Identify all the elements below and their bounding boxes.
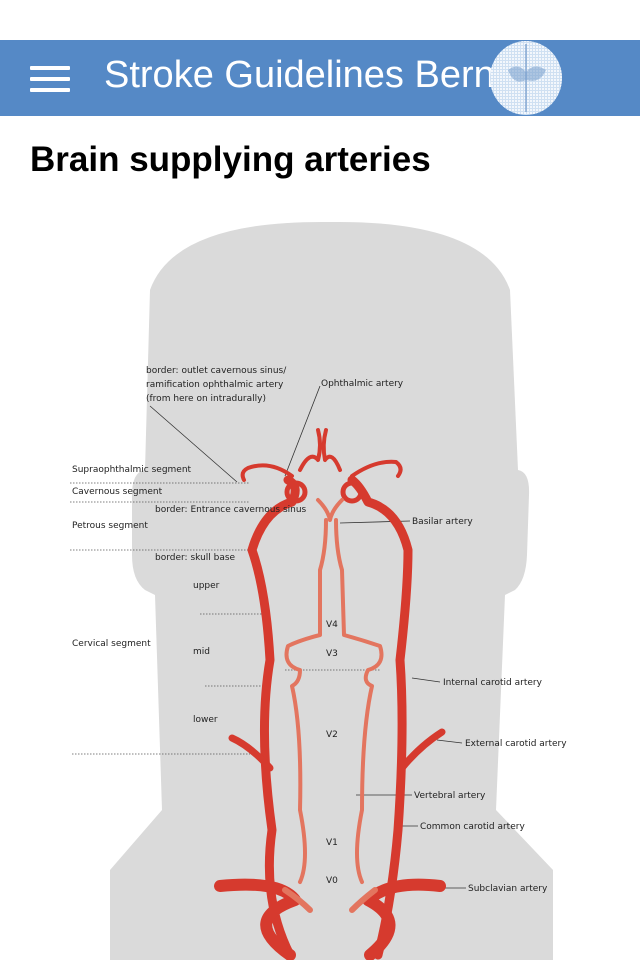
- label-vertebral-artery: Vertebral artery: [414, 791, 486, 801]
- label-mid: mid: [193, 647, 210, 657]
- label-v3: V3: [326, 649, 338, 659]
- label-petrous-segment: Petrous segment: [72, 521, 148, 531]
- label-lower: lower: [193, 715, 218, 725]
- left-external-carotid: [228, 734, 274, 772]
- brain-scan-logo: [490, 41, 562, 115]
- label-border-skull-base: border: skull base: [155, 553, 236, 563]
- label-upper: upper: [193, 581, 220, 591]
- label-border-outlet-1: border: outlet cavernous sinus/: [146, 366, 287, 376]
- right-carotid-artery: [347, 475, 413, 960]
- hamburger-menu-icon[interactable]: [30, 66, 70, 92]
- label-border-outlet-2: ramification ophthalmic artery: [146, 380, 284, 390]
- label-cervical-segment: Cervical segment: [72, 639, 151, 649]
- label-cavernous-segment: Cavernous segment: [72, 487, 163, 497]
- left-middle-cerebral: [240, 463, 294, 482]
- label-v2: V2: [326, 730, 338, 740]
- label-external-carotid-artery: External carotid artery: [465, 739, 567, 749]
- right-middle-cerebral: [350, 459, 403, 478]
- left-vertebral-artery: [284, 518, 328, 884]
- right-vertebral-artery: [334, 518, 384, 884]
- app-title: Stroke Guidelines Bern: [104, 54, 495, 96]
- basilar-artery: [316, 498, 344, 522]
- subclavian-right: [362, 878, 446, 960]
- label-ophthalmic-artery: Ophthalmic artery: [321, 379, 404, 389]
- ophthalmic-branch: [298, 428, 342, 472]
- label-v1: V1: [326, 838, 338, 848]
- label-border-entrance: border: Entrance cavernous sinus: [155, 505, 307, 515]
- artery-diagram: border: outlet cavernous sinus/ ramifica…: [70, 221, 567, 960]
- head-silhouette: [110, 221, 553, 960]
- label-v0: V0: [326, 876, 338, 886]
- label-border-outlet-3: (from here on intradurally): [146, 394, 266, 404]
- page-title: Brain supplying arteries: [30, 140, 431, 179]
- label-subclavian-artery: Subclavian artery: [468, 884, 548, 894]
- right-external-carotid: [398, 728, 446, 772]
- label-basilar-artery: Basilar artery: [412, 517, 473, 527]
- label-internal-carotid-artery: Internal carotid artery: [443, 678, 543, 688]
- label-v4: V4: [326, 620, 338, 630]
- label-supraophthalmic-segment: Supraophthalmic segment: [72, 465, 192, 475]
- label-common-carotid-artery: Common carotid artery: [420, 822, 525, 832]
- app-header: Stroke Guidelines Bern: [0, 40, 640, 116]
